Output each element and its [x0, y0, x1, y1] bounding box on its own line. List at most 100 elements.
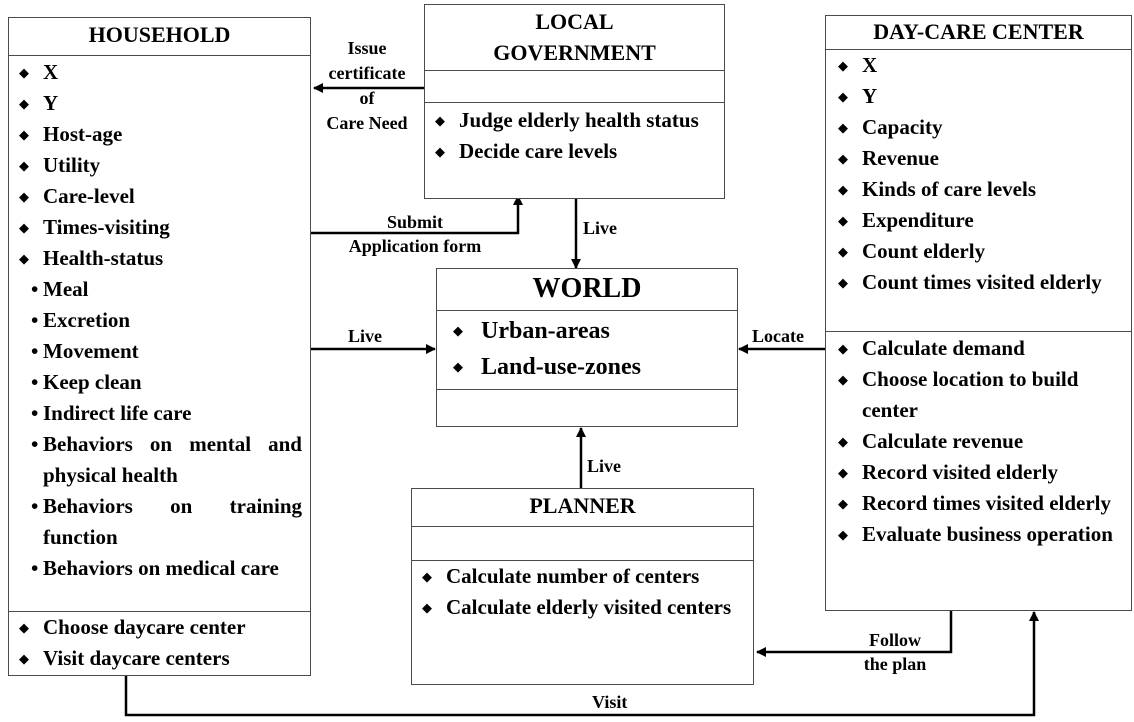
dot-bullet-icon: • [31, 432, 39, 456]
diamond-bullet-icon: ◆ [838, 496, 848, 511]
day-care-attribute-item-label: Count elderly [862, 239, 986, 263]
dot-bullet-icon: • [31, 370, 39, 394]
health-status-item-label: Keep clean [43, 370, 142, 394]
local-government-methods: ◆Judge elderly health status◆Decide care… [425, 103, 724, 167]
diamond-bullet-icon: ◆ [435, 113, 445, 128]
diamond-bullet-icon: ◆ [838, 527, 848, 542]
health-status-item-label: Movement [43, 339, 139, 363]
household-attribute-item-label: Care-level [43, 184, 135, 208]
household-attribute-item: ◆ Utility [9, 150, 310, 181]
household-attribute-item: ◆Host-age [9, 119, 310, 150]
diamond-bullet-icon: ◆ [19, 65, 29, 80]
diamond-bullet-icon: ◆ [838, 434, 848, 449]
local-government-title-line2: GOVERNMENT [493, 40, 656, 65]
household-attribute-item: ◆ Health-status [9, 243, 310, 274]
day-care-attribute-item: ◆ Count elderly [826, 236, 1131, 267]
day-care-attribute-item: ◆ Expenditure [826, 205, 1131, 236]
health-status-item: •Behaviors on medical care [9, 553, 310, 584]
day-care-attribute-item-label: Y [862, 84, 878, 108]
visit-label: Visit [592, 692, 628, 712]
day-care-attribute-item-label: Revenue [862, 146, 939, 170]
health-status-item-label: Meal [43, 277, 89, 301]
dot-bullet-icon: • [31, 494, 39, 518]
health-status-item-label: Behaviors on training function [43, 494, 302, 549]
day-care-method-item: ◆Evaluate business operation [826, 519, 1131, 550]
household-live-label: Live [348, 326, 382, 346]
health-status-item: •Meal [9, 274, 310, 305]
local-government-title: LOCAL GOVERNMENT [425, 5, 724, 71]
day-care-attribute-item-label: X [862, 53, 878, 77]
diamond-bullet-icon: ◆ [435, 144, 445, 159]
household-attribute-item: ◆Times-visiting [9, 212, 310, 243]
planner-live-label: Live [587, 456, 621, 476]
visit-arrow [124, 611, 1039, 717]
day-care-attribute-item: ◆Revenue [826, 143, 1131, 174]
household-attributes: ◆X◆Y◆Host-age◆Utility◆Care-level◆Times-v… [9, 56, 310, 612]
local-government-box: LOCAL GOVERNMENT ◆Judge elderly health s… [424, 4, 725, 199]
dot-bullet-icon: • [31, 308, 39, 332]
submit-application-arrow [310, 195, 523, 235]
dot-bullet-icon: • [31, 556, 39, 580]
day-care-method-item-label: Choose location to build center [862, 367, 1079, 422]
health-status-item: •Excretion [9, 305, 310, 336]
day-care-attribute-item-label: Capacity [862, 115, 943, 139]
health-status-item-label: Excretion [43, 308, 131, 332]
diamond-bullet-icon: ◆ [19, 96, 29, 111]
diamond-bullet-icon: ◆ [838, 244, 848, 259]
household-method-item-label: Choose daycare center [43, 615, 246, 639]
household-attribute-item: ◆X [9, 57, 310, 88]
day-care-attribute-item-label: Expenditure [862, 208, 974, 232]
planner-method-item-label: Calculate elderly visited centers [446, 595, 732, 619]
day-care-attribute-item: ◆X [826, 50, 1131, 81]
diamond-bullet-icon: ◆ [453, 323, 463, 338]
submit-application-label: Submit Application form [320, 210, 510, 258]
household-attribute-item-label: Health-status [43, 246, 164, 270]
dot-bullet-icon: • [31, 401, 39, 425]
day-care-center-methods: ◆Calculate demand◆Choose location to bui… [826, 332, 1131, 550]
issue-label-line4: Care Need [326, 113, 408, 133]
health-status-item-label: Indirect life care [43, 401, 192, 425]
follow-label-line2: the plan [863, 654, 927, 674]
diamond-bullet-icon: ◆ [838, 213, 848, 228]
diamond-bullet-icon: ◆ [19, 251, 29, 266]
world-attribute-item: ◆Land-use-zones [437, 349, 737, 385]
submit-label-line2: Application form [348, 236, 482, 256]
world-attribute-item-label: Urban-areas [481, 318, 610, 344]
day-care-attribute-item: ◆ Kinds of care levels [826, 174, 1131, 205]
issue-certificate-label: Issue certificate of Care Need [312, 36, 422, 136]
planner-methods: ◆Calculate number of centers◆Calculate e… [412, 561, 753, 623]
day-care-method-item-label: Record visited elderly [862, 460, 1058, 484]
diamond-bullet-icon: ◆ [838, 372, 848, 387]
diamond-bullet-icon: ◆ [838, 341, 848, 356]
diamond-bullet-icon: ◆ [19, 158, 29, 173]
household-methods: ◆Choose daycare center◆Visit daycare cen… [9, 612, 310, 674]
health-status-item-label: Behaviors on medical care [43, 556, 279, 580]
planner-method-item: ◆ Calculate elderly visited centers [412, 592, 753, 623]
diamond-bullet-icon: ◆ [838, 58, 848, 73]
day-care-center-box: DAY-CARE CENTER ◆X◆Y◆Capacity◆Revenue◆Ki… [825, 15, 1132, 611]
household-attribute-item: ◆Y [9, 88, 310, 119]
planner-box: PLANNER ◆Calculate number of centers◆Cal… [411, 488, 754, 685]
local-government-title-line1: LOCAL [535, 9, 614, 34]
diamond-bullet-icon: ◆ [422, 600, 432, 615]
day-care-attribute-item-label: Kinds of care levels [862, 177, 1037, 201]
government-live-label: Live [583, 218, 617, 238]
issue-label-line1: Issue [347, 38, 387, 58]
diamond-bullet-icon: ◆ [19, 189, 29, 204]
diamond-bullet-icon: ◆ [838, 182, 848, 197]
day-care-method-item: ◆ Choose location to build center [826, 364, 1131, 426]
diamond-bullet-icon: ◆ [19, 620, 29, 635]
follow-plan-arrow [756, 610, 953, 657]
world-attribute-item: ◆ Urban-areas [437, 313, 737, 349]
diamond-bullet-icon: ◆ [19, 220, 29, 235]
household-attribute-item: ◆ Care-level [9, 181, 310, 212]
health-status-item: •Keep clean [9, 367, 310, 398]
household-attribute-item-label: Utility [43, 153, 101, 177]
diamond-bullet-icon: ◆ [422, 569, 432, 584]
diamond-bullet-icon: ◆ [19, 651, 29, 666]
household-attribute-item-label: Host-age [43, 122, 123, 146]
dot-bullet-icon: • [31, 277, 39, 301]
household-attribute-item-label: Y [43, 91, 59, 115]
diamond-bullet-icon: ◆ [838, 120, 848, 135]
